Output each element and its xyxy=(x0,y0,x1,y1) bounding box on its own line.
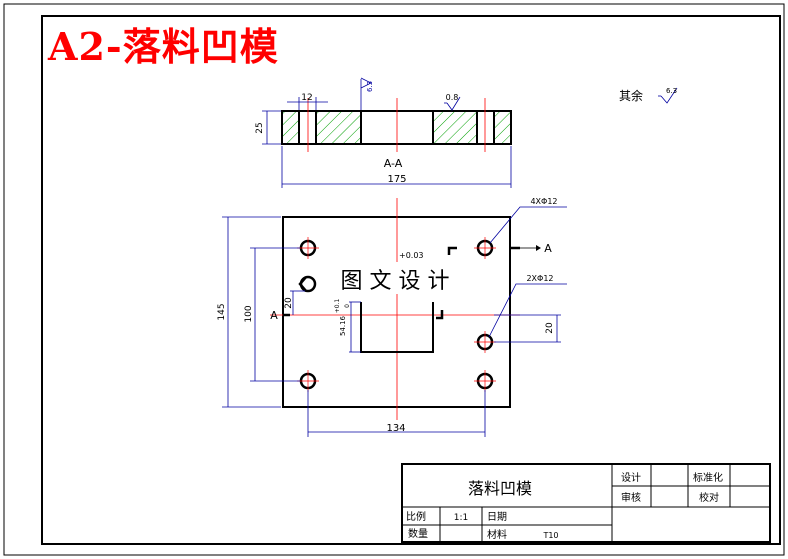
section-arrowhead-right xyxy=(536,245,541,251)
dim-height-holes: 100 xyxy=(244,305,254,322)
callout-leaders xyxy=(488,206,567,338)
dim-height-outer: 145 xyxy=(217,303,227,320)
cavity-outline xyxy=(360,302,434,353)
inner-frame xyxy=(41,15,781,545)
dim-offset-right: 20 xyxy=(545,322,555,334)
tol-cavity-lower: 0 xyxy=(344,304,351,308)
dim-hole: 12 xyxy=(301,93,312,103)
plan-view: A A 145 100 134 20 xyxy=(217,197,567,437)
dim-offset-left: 20 xyxy=(284,297,294,309)
dim-height: 25 xyxy=(255,122,265,133)
label-scale: 比例 xyxy=(406,510,426,523)
section-mark-left: A xyxy=(270,309,278,322)
section-cut-marks xyxy=(283,246,520,320)
value-scale: 1:1 xyxy=(454,513,468,523)
label-standard: 标准化 xyxy=(693,471,723,484)
dim-width-lines xyxy=(281,146,512,188)
surface-note-symbol xyxy=(658,87,678,104)
plan-centerlines xyxy=(270,198,520,420)
title-block-frame xyxy=(401,463,771,543)
pin-hole-mark xyxy=(298,276,307,292)
section-label: A-A xyxy=(384,157,403,170)
dim-offset-left-lines xyxy=(290,290,305,315)
label-quantity: 数量 xyxy=(408,527,428,540)
dim-offset-right-lines xyxy=(494,314,561,343)
label-date: 日期 xyxy=(487,511,507,523)
dim-cavity-lines xyxy=(349,301,361,353)
tol-top: +0.03 xyxy=(399,251,424,260)
roughness-symbol-top xyxy=(444,96,461,111)
section-view: 12 25 0.8 6.3 A-A 175 xyxy=(255,77,512,188)
label-design: 设计 xyxy=(621,471,641,484)
hatch-region xyxy=(494,112,510,143)
title-block-grid xyxy=(402,464,770,542)
hole-edges xyxy=(298,111,495,144)
surface-note-roughness: 6.3 xyxy=(666,87,677,95)
part-name: 落料凹模 xyxy=(468,479,532,498)
hole-centerlines xyxy=(297,237,496,392)
title-block: 落料凹模 设计 标准化 审核 校对 比例 1:1 日期 数量 材料 T10 xyxy=(401,463,771,543)
outer-border xyxy=(3,3,785,556)
hatch-region xyxy=(283,112,299,143)
dim-width: 175 xyxy=(387,174,406,185)
label-check: 校对 xyxy=(699,491,719,504)
roughness-symbol-right xyxy=(360,77,372,110)
section-centerlines xyxy=(307,98,486,152)
dim-height-lines xyxy=(262,110,281,145)
dim-height-holes-lines xyxy=(250,247,300,382)
label-material: 材料 xyxy=(487,528,507,541)
dim-width-holes-lines xyxy=(307,390,486,437)
hatch-region xyxy=(433,112,477,143)
callout-4x: 4XΦ12 xyxy=(530,197,557,206)
section-outline xyxy=(281,110,512,145)
roughness-value-top: 0.8 xyxy=(446,93,459,102)
hatch-region xyxy=(316,112,361,143)
surface-note-text: 其余 xyxy=(619,88,643,103)
watermark-backdrop xyxy=(322,262,468,294)
label-review: 审核 xyxy=(621,491,641,504)
plate-outline xyxy=(282,216,511,408)
roughness-value-right: 6.3 xyxy=(366,81,374,92)
value-material: T10 xyxy=(542,531,558,540)
dim-hole-lines xyxy=(287,97,328,110)
section-mark-right: A xyxy=(544,242,552,255)
tol-cavity-value: 54.16 xyxy=(339,315,347,336)
watermark: 图 文 设 计 xyxy=(341,269,450,294)
callout-2x: 2XΦ12 xyxy=(526,274,553,283)
dim-height-outer-lines xyxy=(222,216,281,408)
title-banner: A2-落料凹模 xyxy=(48,24,279,69)
dim-width-holes: 134 xyxy=(386,423,405,434)
tol-cavity-upper: +0.1 xyxy=(334,299,341,314)
